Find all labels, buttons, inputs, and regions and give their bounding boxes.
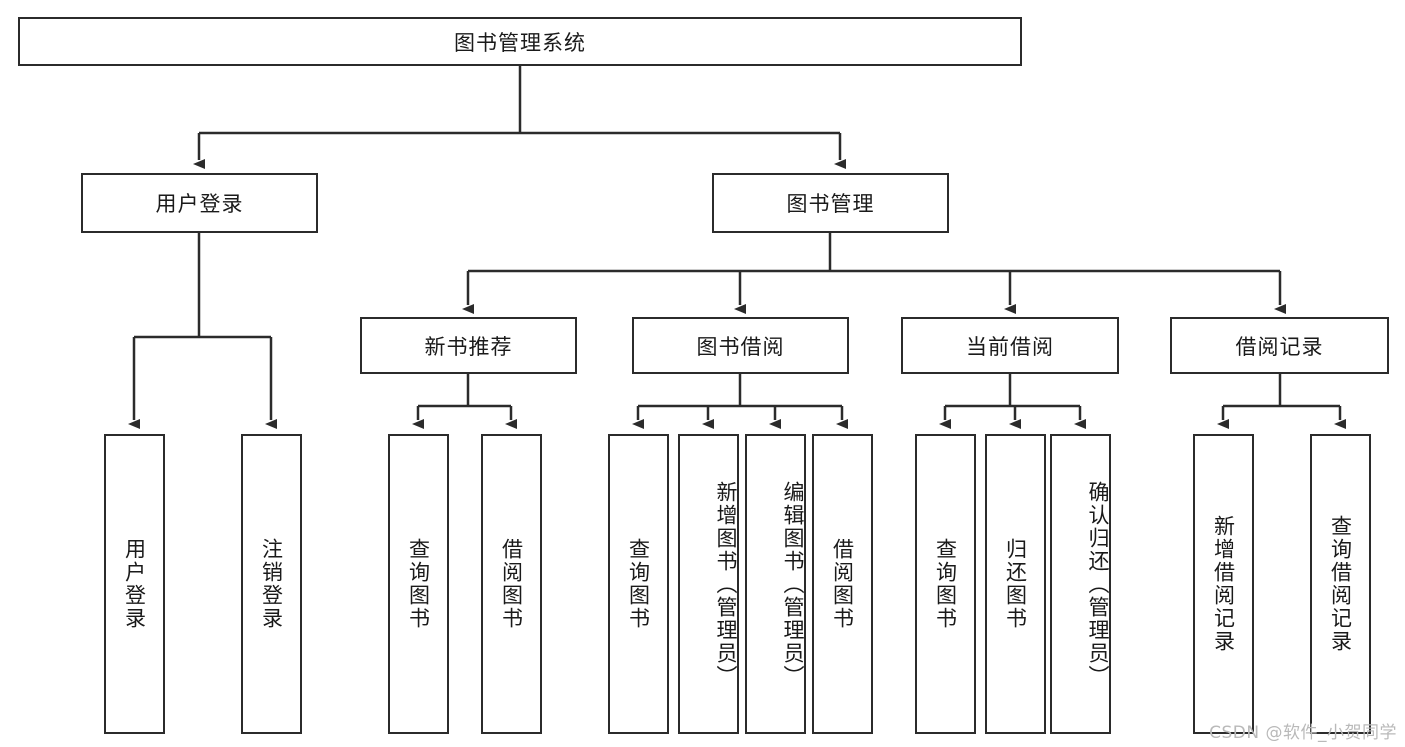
node-leaf-edit-book[interactable]: 编辑图书（管理员） (745, 434, 806, 734)
node-user-login-label: 用户登录 (155, 192, 244, 216)
node-leaf-add-record[interactable]: 新增借阅记录 (1193, 434, 1254, 734)
node-leaf-query-book-3[interactable]: 查询图书 (915, 434, 976, 734)
node-leaf-return-book[interactable]: 归还图书 (985, 434, 1046, 734)
node-leaf-edit-book-label: 编辑图书（管理员） (781, 480, 805, 688)
node-user-login[interactable]: 用户登录 (81, 173, 318, 233)
node-leaf-confirm-return[interactable]: 确认归还（管理员） (1050, 434, 1111, 734)
node-leaf-user-login-label: 用户登录 (122, 538, 147, 630)
node-root[interactable]: 图书管理系统 (18, 17, 1022, 66)
node-leaf-borrow-book-2-label: 借阅图书 (830, 538, 855, 630)
node-new-book-recommend-label: 新书推荐 (424, 334, 513, 359)
node-leaf-borrow-book-2[interactable]: 借阅图书 (812, 434, 873, 734)
node-leaf-logout-login[interactable]: 注销登录 (241, 434, 302, 734)
node-leaf-add-book[interactable]: 新增图书（管理员） (678, 434, 739, 734)
node-current-borrow-label: 当前借阅 (966, 334, 1054, 359)
node-book-borrow-label: 图书借阅 (696, 334, 785, 359)
node-leaf-confirm-return-label: 确认归还（管理员） (1086, 480, 1110, 688)
watermark: CSDN @软件_小贺同学 (1209, 723, 1397, 743)
node-leaf-user-login[interactable]: 用户登录 (104, 434, 165, 734)
node-leaf-logout-login-label: 注销登录 (259, 538, 284, 630)
node-leaf-query-book-1[interactable]: 查询图书 (388, 434, 449, 734)
node-leaf-query-book-3-label: 查询图书 (933, 538, 958, 630)
node-current-borrow[interactable]: 当前借阅 (901, 317, 1119, 374)
node-borrow-record[interactable]: 借阅记录 (1170, 317, 1389, 374)
node-new-book-recommend[interactable]: 新书推荐 (360, 317, 577, 374)
node-leaf-add-book-label: 新增图书（管理员） (714, 480, 738, 688)
node-leaf-query-record-label: 查询借阅记录 (1328, 515, 1353, 653)
node-book-manage-label: 图书管理 (786, 192, 875, 216)
node-root-label: 图书管理系统 (454, 30, 586, 55)
node-leaf-borrow-book-1[interactable]: 借阅图书 (481, 434, 542, 734)
node-leaf-return-book-label: 归还图书 (1003, 538, 1028, 630)
node-book-manage[interactable]: 图书管理 (712, 173, 949, 233)
node-leaf-query-record[interactable]: 查询借阅记录 (1310, 434, 1371, 734)
node-leaf-borrow-book-1-label: 借阅图书 (499, 538, 524, 630)
node-borrow-record-label: 借阅记录 (1235, 334, 1324, 359)
node-leaf-query-book-2-label: 查询图书 (626, 538, 651, 630)
node-book-borrow[interactable]: 图书借阅 (632, 317, 849, 374)
node-leaf-add-record-label: 新增借阅记录 (1211, 515, 1236, 653)
node-leaf-query-book-2[interactable]: 查询图书 (608, 434, 669, 734)
node-leaf-query-book-1-label: 查询图书 (406, 538, 431, 630)
